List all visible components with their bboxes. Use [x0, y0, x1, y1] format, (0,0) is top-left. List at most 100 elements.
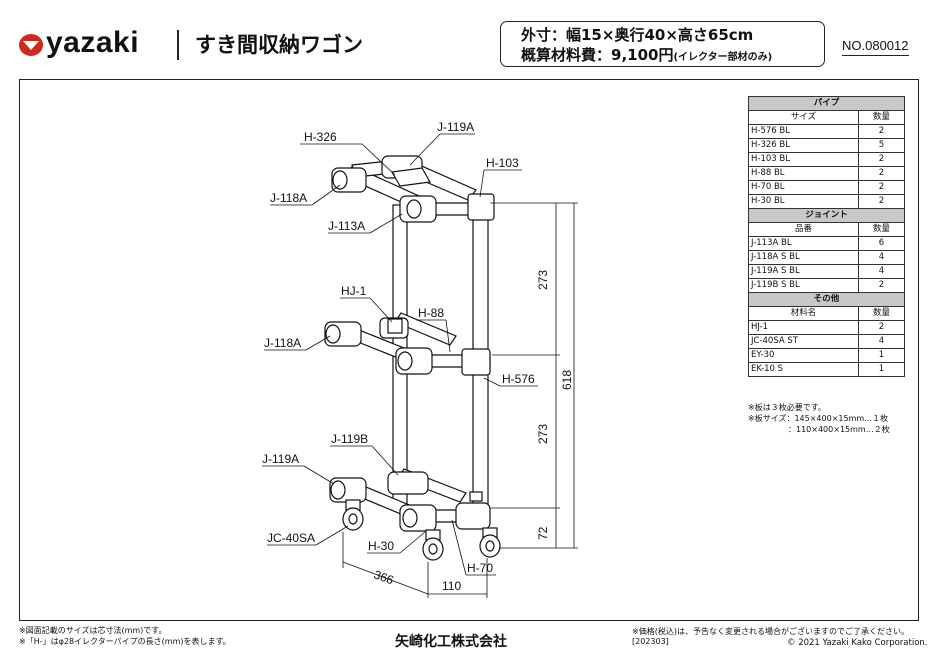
- mid-joint-back-left-end: [325, 324, 341, 344]
- note-boards: ※板は３枚必要です。: [748, 403, 826, 412]
- caster-bracket-back-right: [469, 491, 483, 502]
- spec-cost: 概算材料費：9,100円: [521, 46, 674, 64]
- other-section-title: その他: [748, 292, 905, 307]
- part-qty: 4: [858, 250, 905, 265]
- part-name: H-70 BL: [748, 180, 859, 195]
- part-qty: 6: [858, 236, 905, 251]
- label-j119a-bottom: J-119A: [262, 452, 299, 466]
- footer-note-units: ※図面記載のサイズは芯寸法(mm)です。: [19, 626, 167, 635]
- label-h326: H-326: [304, 130, 337, 144]
- part-name: H-88 BL: [748, 166, 859, 181]
- logo-text: yazaki: [46, 26, 140, 59]
- part-name: J-118A S BL: [748, 250, 859, 265]
- leader-hj1-b: [369, 297, 393, 323]
- col-qty: 数量: [858, 306, 905, 321]
- col-qty: 数量: [858, 222, 905, 237]
- mid-joint-front-right: [461, 348, 491, 376]
- label-j119a-top: J-119A: [437, 120, 474, 134]
- part-name: H-576 BL: [748, 124, 859, 139]
- caster-hub-back-left: [348, 513, 358, 525]
- leader-j113a-b: [369, 213, 403, 234]
- part-name: JC-40SA ST: [748, 334, 859, 349]
- document-number: NO.080012: [842, 38, 909, 56]
- other-column-header: 材料名数量: [748, 306, 905, 321]
- part-name: J-113A BL: [748, 236, 859, 251]
- dim-366: 366: [372, 567, 396, 587]
- caster-hub-front-right: [485, 540, 495, 552]
- part-qty: 2: [858, 180, 905, 195]
- part-name: H-30 BL: [748, 194, 859, 209]
- caster-hub-front-left: [428, 543, 438, 555]
- page-title: すき間収納ワゴン: [195, 33, 363, 57]
- label-h70: H-70: [467, 561, 493, 575]
- part-name: H-103 BL: [748, 152, 859, 167]
- dim-618: 618: [560, 370, 574, 390]
- spec-cost-note: (イレクター部材のみ): [673, 52, 773, 63]
- footer-copyright: © 2021 Yazaki Kako Corporation.: [787, 638, 928, 648]
- spec-cost-line: 概算材料費：9,100円(イレクター部材のみ): [521, 45, 824, 68]
- part-qty: 2: [858, 166, 905, 181]
- label-hj1: HJ-1: [341, 284, 367, 298]
- label-j118a-mid: J-118A: [264, 336, 301, 350]
- footer-note-pipe: ※「H-」はφ28イレクターパイプの長さ(mm)を表します。: [19, 637, 231, 646]
- note-board-size-2: ：110×400×15mm…２枚: [748, 425, 890, 434]
- mid-hj1-joint: [387, 318, 403, 334]
- label-j119b: J-119B: [331, 432, 368, 446]
- col-size: サイズ: [748, 110, 859, 125]
- other-section-header: その他: [748, 292, 905, 307]
- joint-column-header: 品番数量: [748, 222, 905, 237]
- label-jc40sa: JC-40SA: [267, 531, 315, 545]
- part-name: H-326 BL: [748, 138, 859, 153]
- part-name: J-119B S BL: [748, 278, 859, 293]
- dim-273-bottom: 273: [536, 424, 550, 444]
- pipe-column-header: サイズ数量: [748, 110, 905, 125]
- part-qty: 2: [858, 320, 905, 335]
- leader-h30-b: [399, 531, 426, 554]
- top-joint-front-right: [467, 193, 495, 221]
- label-h576: H-576: [502, 372, 535, 386]
- leader-j119b-b: [371, 445, 399, 476]
- drawing-frame: [19, 79, 919, 621]
- mid-side-pipe-right: [394, 312, 457, 346]
- leader-h88-b: [445, 319, 451, 353]
- part-qty: 2: [858, 278, 905, 293]
- dim-273-top: 273: [536, 270, 550, 290]
- pipe-section-title: パイプ: [748, 96, 905, 111]
- leader-h70-b: [451, 519, 467, 576]
- joint-section-title: ジョイント: [748, 208, 905, 223]
- mid-joint-front-left-end: [397, 351, 413, 371]
- part-qty: 2: [858, 194, 905, 209]
- label-h30: H-30: [368, 539, 394, 553]
- bottom-joint-back-left-end: [330, 480, 346, 500]
- spec-box: 外寸：幅15×奥行40×高さ65cm 概算材料費：9,100円(イレクター部材の…: [500, 21, 825, 67]
- dim-110: 110: [442, 579, 461, 593]
- label-j118a-top: J-118A: [270, 191, 307, 205]
- leader-jc40sa-b: [315, 525, 349, 546]
- note-board-size-1: ※板サイズ：145×400×15mm…１枚: [748, 414, 889, 423]
- footer-price-note: ※価格(税込)は、予告なく変更される場合がございますのでご了承ください。[202…: [632, 627, 909, 646]
- top-joint-back-left-end: [332, 170, 348, 190]
- footer-company: 矢崎化工株式会社: [395, 634, 507, 650]
- leader-j118a-top-b: [311, 184, 341, 206]
- part-qty: 5: [858, 138, 905, 153]
- label-h88: H-88: [418, 306, 444, 320]
- part-qty: 4: [858, 334, 905, 349]
- col-qty: 数量: [858, 110, 905, 125]
- col-part-number: 品番: [748, 222, 859, 237]
- leader-h576-b: [483, 377, 501, 387]
- part-qty: 4: [858, 264, 905, 279]
- part-qty: 2: [858, 152, 905, 167]
- part-qty: 1: [858, 348, 905, 363]
- label-j113a: J-113A: [328, 219, 365, 233]
- bottom-joint-back-right: [387, 471, 429, 495]
